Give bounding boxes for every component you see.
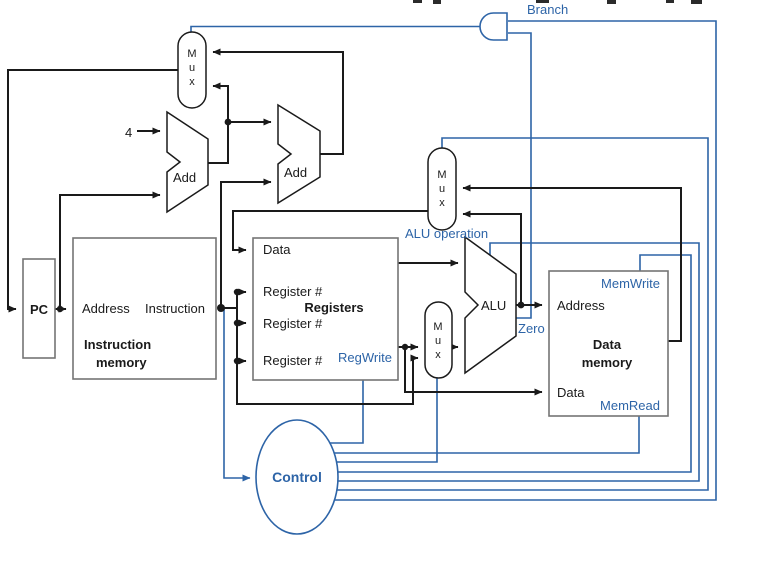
mux-pcsrc-letter-m: M	[187, 48, 196, 60]
memread-wire	[300, 416, 640, 454]
memtoreg-wire	[300, 137, 709, 491]
registers-port1-label: Register #	[263, 284, 323, 299]
registers-data-label: Data	[263, 242, 291, 257]
zero-label: Zero	[518, 321, 545, 336]
wire-pc-to-add	[59, 191, 161, 309]
adder-pc-shape	[166, 110, 209, 214]
memwrite-wire	[300, 254, 692, 473]
dmem-data-label: Data	[557, 385, 585, 400]
wire-instr-to-add2	[220, 178, 272, 308]
mux-pcsrc	[177, 31, 207, 109]
wire-pc-feedback	[7, 69, 178, 313]
branch-and-gate	[479, 12, 508, 41]
memread-label: MemRead	[600, 398, 660, 413]
mux-alusrc-letter-x: x	[435, 349, 441, 361]
data-memory-box	[548, 270, 669, 417]
pc-box	[22, 258, 56, 359]
constant-four-label: 4	[125, 125, 132, 140]
alu-operation-wire	[300, 242, 700, 482]
mux-pcsrc-letter-u: u	[189, 62, 195, 74]
memwrite-label: MemWrite	[601, 276, 660, 291]
registers-name: Registers	[304, 300, 363, 315]
pcsrc-wire	[190, 25, 480, 32]
regwrite-label: RegWrite	[338, 350, 392, 365]
imem-name-line2: memory	[96, 355, 147, 370]
alu-label: ALU	[481, 298, 506, 313]
registers-box	[252, 237, 399, 381]
pc-label: PC	[30, 302, 49, 317]
mux-pcsrc-letter-x: x	[189, 76, 195, 88]
wire-writeback	[232, 210, 428, 254]
branch-label: Branch	[527, 2, 568, 17]
zero-wire	[508, 32, 532, 319]
control-label: Control	[272, 469, 322, 485]
junction-dots	[56, 118, 525, 365]
wire-add1-to-mux1	[208, 82, 229, 164]
mux-alusrc-letter-m: M	[433, 321, 442, 333]
adder-branch-shape	[277, 103, 321, 205]
cropped-caption-fragments	[413, 0, 702, 4]
branch-wire	[300, 20, 717, 501]
dmem-name-line2: memory	[582, 355, 633, 370]
wire-memdata-to-mux2	[462, 184, 682, 342]
mux-alusrc	[424, 301, 453, 379]
mux-memtoreg-letter-m: M	[437, 169, 446, 181]
wire-add2-to-mux1	[212, 48, 344, 155]
alu-operation-label: ALU operation	[405, 226, 488, 241]
mux-alusrc-letter-u: u	[435, 335, 441, 347]
imem-name-line1: Instruction	[84, 337, 151, 352]
wire-aluresult-to-mux2	[462, 210, 522, 305]
alusrc-wire	[300, 378, 438, 463]
mux-memtoreg	[427, 147, 457, 231]
dmem-address-label: Address	[557, 298, 605, 313]
registers-port2-label: Register #	[263, 316, 323, 331]
mux-memtoreg-letter-u: u	[439, 183, 445, 195]
registers-port3-label: Register #	[263, 353, 323, 368]
adder-branch-label: Add	[284, 165, 307, 180]
mux-memtoreg-letter-x: x	[439, 197, 445, 209]
adder-pc-label: Add	[173, 170, 196, 185]
alu-shape	[464, 235, 517, 375]
wire-storedata	[404, 347, 543, 396]
instruction-memory-box	[72, 237, 217, 380]
control-oval	[255, 419, 339, 535]
imem-instruction-label: Instruction	[145, 301, 205, 316]
imem-address-label: Address	[82, 301, 130, 316]
dmem-name-line1: Data	[593, 337, 622, 352]
